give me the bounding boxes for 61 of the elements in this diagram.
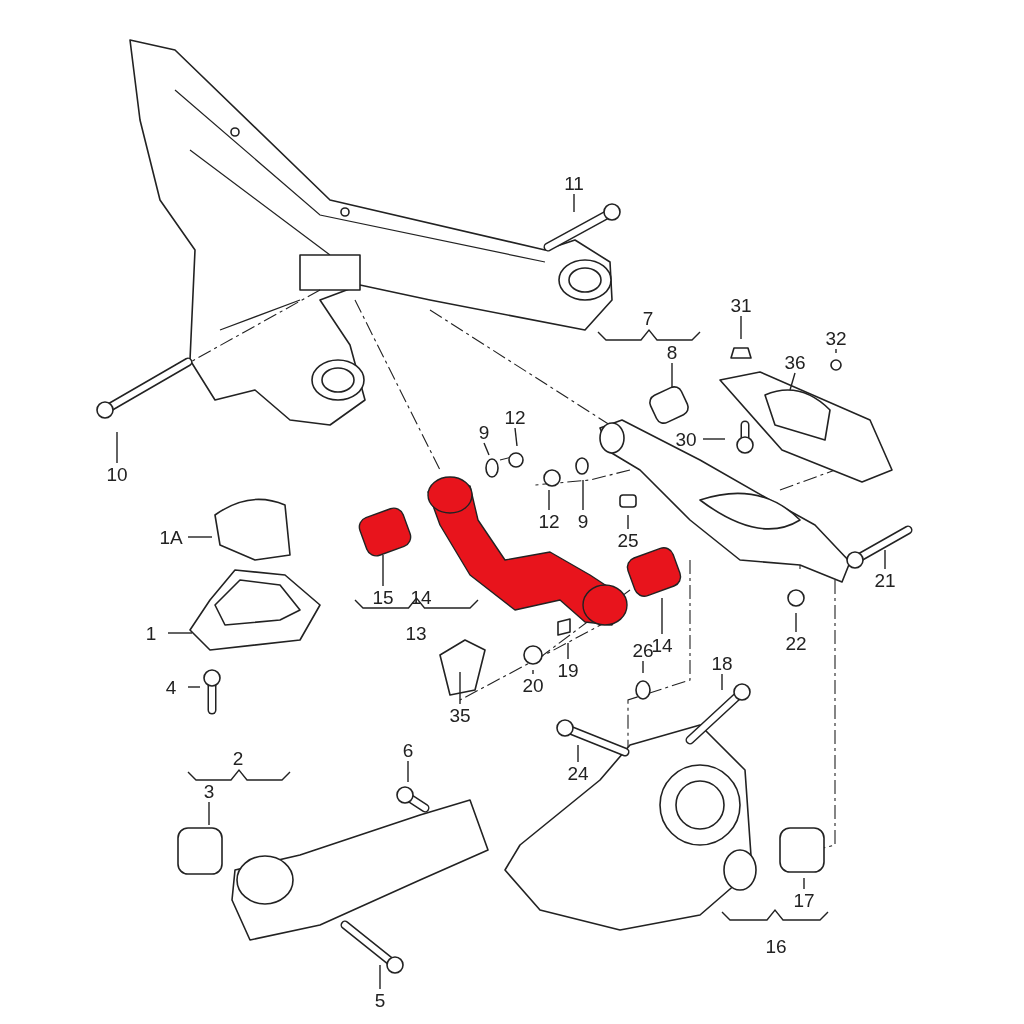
callout-number: 18 xyxy=(705,652,739,674)
leader-line xyxy=(483,442,490,456)
leader-line xyxy=(582,479,584,511)
callout-number: 14 xyxy=(409,586,433,608)
leader-line xyxy=(407,760,409,783)
leader-line xyxy=(661,597,663,635)
callout-number: 7 xyxy=(641,307,655,329)
callout-number: 13 xyxy=(404,622,428,644)
callout-number: 3 xyxy=(192,780,226,802)
callout-number: 9 xyxy=(566,510,600,532)
callout-number: 32 xyxy=(819,327,853,349)
callout-number: 12 xyxy=(532,510,566,532)
callout-number: 25 xyxy=(611,529,645,551)
leader-line xyxy=(459,671,461,705)
callout-number: 17 xyxy=(787,889,821,911)
leader-line xyxy=(835,348,837,354)
leader-line xyxy=(382,554,384,587)
callout-number: 2 xyxy=(231,747,245,769)
callout-number: 11 xyxy=(557,172,591,194)
leader-line xyxy=(187,536,213,538)
callout-number: 21 xyxy=(868,569,902,591)
callout-number: 20 xyxy=(516,674,550,696)
leader-line xyxy=(803,877,805,890)
callout-number: 8 xyxy=(655,341,689,363)
leader-line xyxy=(187,686,201,688)
callout-number: 36 xyxy=(778,351,812,373)
leader-line xyxy=(577,744,579,763)
callout-number: 1A xyxy=(154,526,188,548)
leader-line xyxy=(884,549,886,570)
callout-number: 6 xyxy=(391,739,425,761)
callout-number: 12 xyxy=(498,406,532,428)
leader-line xyxy=(642,660,644,674)
leader-line xyxy=(567,642,569,660)
callout-number: 35 xyxy=(443,704,477,726)
callout-number: 24 xyxy=(561,762,595,784)
leader-line xyxy=(671,362,673,389)
callout-number: 4 xyxy=(154,676,188,698)
leader-line xyxy=(208,801,210,826)
leader-line xyxy=(721,673,723,691)
leader-line xyxy=(627,514,629,530)
leader-line xyxy=(116,431,118,464)
leader-line xyxy=(789,372,796,391)
callout-number: 10 xyxy=(100,463,134,485)
leader-line xyxy=(379,964,381,990)
leader-line xyxy=(573,193,575,213)
callout-number: 16 xyxy=(764,935,788,957)
leader-line xyxy=(514,427,518,447)
callout-number: 30 xyxy=(669,428,703,450)
callout-number: 22 xyxy=(779,632,813,654)
callout-number: 9 xyxy=(467,421,501,443)
callout-number: 1 xyxy=(134,622,168,644)
leader-line xyxy=(548,489,550,511)
callout-number: 19 xyxy=(551,659,585,681)
callout-number: 15 xyxy=(366,586,400,608)
callout-number: 5 xyxy=(363,989,397,1011)
callout-number: 31 xyxy=(724,294,758,316)
leader-line xyxy=(795,612,797,633)
leader-line xyxy=(532,669,534,675)
leader-line xyxy=(167,632,193,634)
leader-line xyxy=(702,438,726,440)
leader-line xyxy=(740,315,742,340)
